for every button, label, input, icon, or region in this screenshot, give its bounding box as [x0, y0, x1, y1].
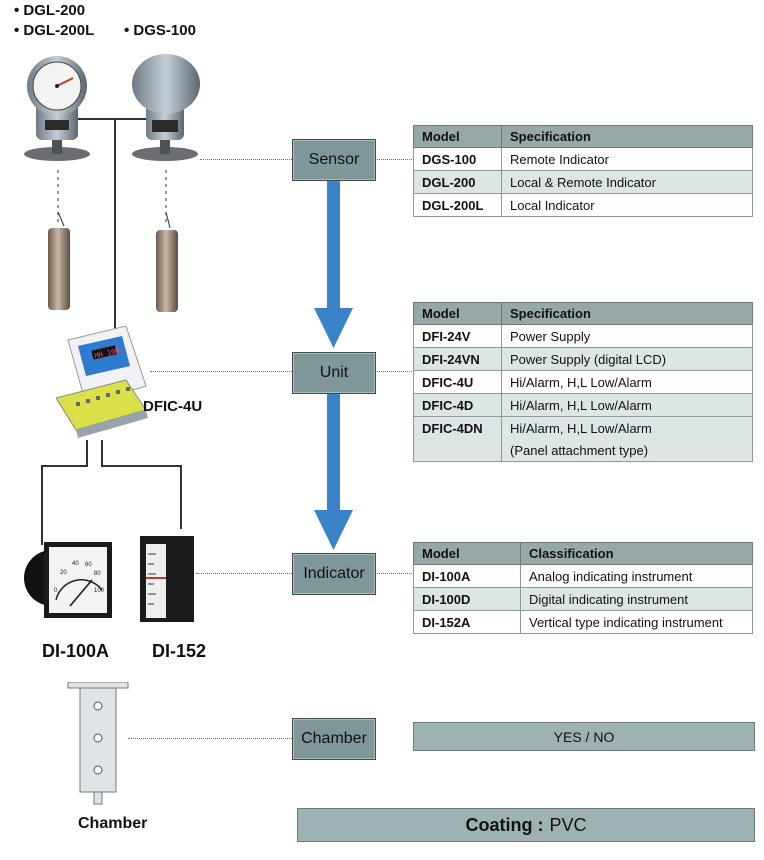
label-dgl-200l: • DGL-200L [14, 22, 95, 39]
flow-arrows [314, 180, 353, 550]
coating-bar: Coating : PVC [297, 808, 755, 842]
stage-chamber: Chamber [292, 718, 376, 760]
table-row: DFIC-4DN Hi/Alarm, H,L Low/Alarm [413, 416, 753, 439]
table-row: DFIC-4U Hi/Alarm, H,L Low/Alarm [413, 370, 753, 394]
chamber-illustration [67, 682, 129, 805]
stage-sensor: Sensor [292, 139, 376, 181]
wire-v-right [180, 465, 182, 529]
spec-cell: Hi/Alarm, H,L Low/Alarm [501, 416, 753, 439]
table-header: Classification [520, 542, 753, 565]
chamber-option-bar: YES / NO [413, 722, 755, 751]
table-row: (Panel attachment type) [413, 439, 753, 462]
table-row: DGL-200 Local & Remote Indicator [413, 170, 753, 194]
sensor-wiring [60, 118, 170, 330]
spec-cell: Hi/Alarm, H,L Low/Alarm [501, 370, 753, 394]
model-cell: DGL-200L [413, 193, 502, 217]
model-cell: DGS-100 [413, 147, 502, 171]
connector-unit-table [374, 371, 412, 372]
connector-sensor-table [374, 159, 412, 160]
wire-v-left [41, 465, 43, 545]
spec-cell: (Panel attachment type) [501, 439, 753, 462]
label-dgs-100: • DGS-100 [124, 22, 196, 39]
gauge-tick-60: 60 [85, 562, 92, 568]
spec-cell: Power Supply [501, 324, 753, 348]
wire-unit-left [86, 440, 88, 466]
table-row: DGL-200L Local Indicator [413, 193, 753, 217]
spec-cell: Remote Indicator [501, 147, 753, 171]
model-cell: DFIC-4U [413, 370, 502, 394]
spec-cell: Local & Remote Indicator [501, 170, 753, 194]
gauge-tick-100: 100 [94, 588, 105, 594]
gauge-tick-20: 20 [60, 570, 67, 576]
table-row: DFIC-4D Hi/Alarm, H,L Low/Alarm [413, 393, 753, 417]
connector-unit [150, 371, 292, 372]
model-cell: DI-152A [413, 610, 521, 634]
wire-h-left [41, 465, 88, 467]
wire-h-right [101, 465, 181, 467]
spec-cell: Local Indicator [501, 193, 753, 217]
sensor-devices-illustration [24, 54, 200, 330]
table-header: Model [413, 302, 502, 325]
unit-spec-table: Model Specification DFI-24V Power Supply… [413, 302, 753, 462]
dgl-200-gauge [24, 56, 90, 310]
connector-indicator-table [374, 573, 412, 574]
model-cell: DI-100D [413, 587, 521, 611]
spec-cell: Analog indicating instrument [520, 564, 753, 588]
spec-cell: Digital indicating instrument [520, 587, 753, 611]
table-row: DI-100D Digital indicating instrument [413, 587, 753, 611]
model-cell: DFIC-4D [413, 393, 502, 417]
table-header: Model [413, 125, 502, 148]
indicator-spec-table: Model Classification DI-100A Analog indi… [413, 542, 753, 634]
spec-cell: Vertical type indicating instrument [520, 610, 753, 634]
table-row: DGS-100 Remote Indicator [413, 147, 753, 171]
table-header: Model [413, 542, 521, 565]
label-chamber: Chamber [78, 815, 148, 832]
connector-chamber [128, 738, 296, 739]
stage-unit: Unit [292, 352, 376, 394]
table-row: DFI-24V Power Supply [413, 324, 753, 348]
model-cell: DFIC-4DN [413, 416, 502, 439]
model-cell: DGL-200 [413, 170, 502, 194]
table-header: Specification [501, 302, 753, 325]
coating-value: PVC [549, 814, 587, 835]
model-cell: DFI-24VN [413, 347, 502, 371]
model-cell [413, 439, 502, 462]
dfic-4u-unit-illustration: HH 100 [56, 326, 148, 438]
gauge-tick-0: 0 [54, 588, 58, 594]
arrow-sensor-to-unit [314, 180, 353, 348]
chamber-option-text: YES / NO [553, 728, 615, 745]
spec-cell: Power Supply (digital LCD) [501, 347, 753, 371]
table-header: Specification [501, 125, 753, 148]
di-152-meter-illustration [140, 536, 194, 622]
table-row: DI-100A Analog indicating instrument [413, 564, 753, 588]
spec-cell: Hi/Alarm, H,L Low/Alarm [501, 393, 753, 417]
label-di-100a: DI-100A [42, 641, 110, 661]
connector-indicator [196, 573, 292, 574]
di-100a-meter-illustration: 0 20 40 60 80 100 [24, 542, 112, 618]
sensor-spec-table: Model Specification DGS-100 Remote Indic… [413, 125, 753, 217]
arrow-unit-to-indicator [314, 394, 353, 550]
connector-sensor [200, 159, 292, 160]
model-cell: DFI-24V [413, 324, 502, 348]
wire-unit-right [101, 440, 103, 466]
dgs-100-sensor [132, 54, 200, 312]
table-row: DI-152A Vertical type indicating instrum… [413, 610, 753, 634]
label-dgl-200: • DGL-200 [14, 2, 86, 19]
stage-indicator: Indicator [292, 553, 376, 595]
gauge-tick-80: 80 [94, 571, 101, 577]
gauge-tick-40: 40 [72, 561, 79, 567]
table-row: DFI-24VN Power Supply (digital LCD) [413, 347, 753, 371]
model-cell: DI-100A [413, 564, 521, 588]
label-di-152: DI-152 [152, 641, 207, 661]
label-dfic-4u: DFIC-4U [143, 398, 203, 415]
coating-label: Coating : [465, 814, 544, 835]
